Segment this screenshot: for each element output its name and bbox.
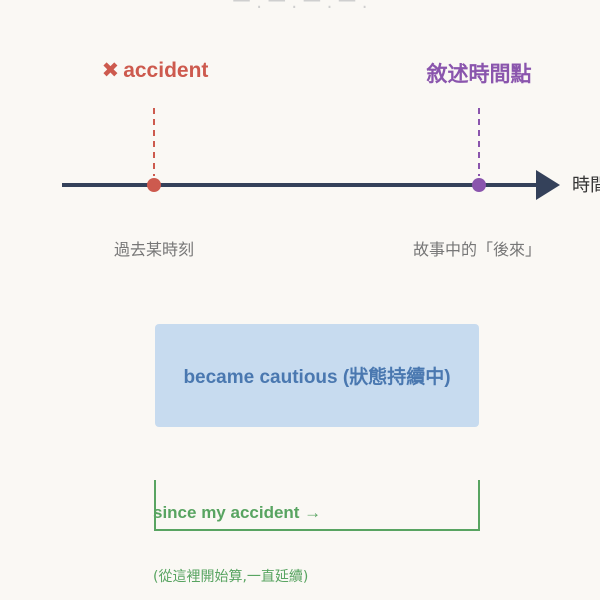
past-marker-label: ✖accident bbox=[102, 58, 209, 83]
duration-label: since my accident → bbox=[153, 503, 322, 522]
state-label: became cautious (狀態持續中) bbox=[183, 367, 451, 388]
narrative-point bbox=[472, 178, 486, 192]
cross-icon: ✖ bbox=[101, 59, 120, 82]
duration-note: (從這裡開始算,一直延續) bbox=[153, 569, 309, 585]
past-tick-label: 過去某時刻 bbox=[113, 240, 195, 259]
time-axis-label: 時間 bbox=[572, 175, 600, 196]
past-marker-text: accident bbox=[123, 59, 209, 82]
narrative-tick-label: 故事中的「後來」 bbox=[412, 240, 542, 259]
narrative-marker-label: 敘述時間點 bbox=[426, 62, 532, 86]
time-axis-arrowhead bbox=[536, 170, 560, 200]
cropped-title: 一 . 一 . 一 . 一 . bbox=[232, 0, 368, 13]
duration-bracket bbox=[154, 480, 480, 531]
state-box: became cautious (狀態持續中) bbox=[155, 324, 479, 427]
past-point bbox=[147, 178, 161, 192]
